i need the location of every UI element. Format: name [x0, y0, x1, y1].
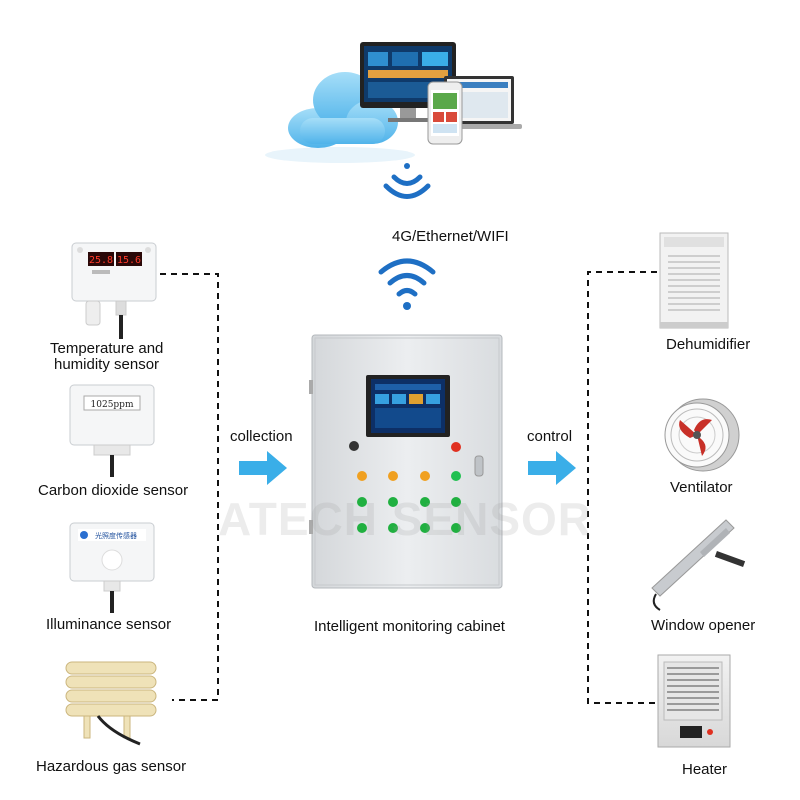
actuator-bus-line — [587, 271, 657, 704]
co2-display-readout: 1025ppm — [91, 400, 134, 410]
sensor-label-hazardous-gas: Hazardous gas sensor — [36, 758, 187, 775]
actuator-label-ventilator: Ventilator — [670, 479, 733, 496]
sensor-bus-line — [160, 273, 219, 701]
illuminance-badge-text: 光照度传感器 — [95, 531, 137, 540]
sensor-label-temperature-line1: Temperature and — [50, 340, 164, 357]
control-arrow-icon — [528, 451, 576, 485]
carbon-dioxide-sensor-image — [69, 384, 155, 477]
sensor-label-carbon-dioxide: Carbon dioxide sensor — [38, 482, 189, 499]
wifi-signal-bottom-icon — [378, 258, 436, 310]
illuminance-sensor-image — [69, 522, 155, 613]
temp-display-readout: 25.8 — [89, 255, 113, 266]
hazardous-gas-sensor-image — [65, 661, 157, 746]
cabinet-label: Intelligent monitoring cabinet — [314, 618, 505, 635]
ventilator-fan-image — [664, 398, 740, 472]
sensor-label-temperature-line2: humidity sensor — [54, 356, 160, 373]
window-opener-actuator-image — [651, 519, 746, 611]
heater-image — [657, 654, 731, 748]
sensor-label-illuminance: Illuminance sensor — [46, 616, 172, 633]
network-label: 4G/Ethernet/WIFI — [392, 228, 509, 245]
humidity-display-readout: 15.6 — [117, 255, 141, 266]
smartphone-icon — [427, 81, 463, 145]
control-label: control — [527, 428, 573, 445]
collection-arrow-icon — [239, 451, 287, 485]
monitoring-cabinet-image — [309, 334, 503, 589]
actuator-label-heater: Heater — [682, 761, 728, 778]
temperature-humidity-sensor-image — [71, 242, 157, 339]
dehumidifier-image — [659, 232, 729, 329]
actuator-label-window-opener: Window opener — [651, 617, 756, 634]
wifi-signal-top-icon — [383, 163, 431, 199]
actuator-label-dehumidifier: Dehumidifier — [666, 336, 751, 353]
watermark-text: ATECH SENSOR — [217, 493, 593, 545]
cloud-platform — [265, 42, 522, 163]
collection-label: collection — [230, 428, 293, 445]
